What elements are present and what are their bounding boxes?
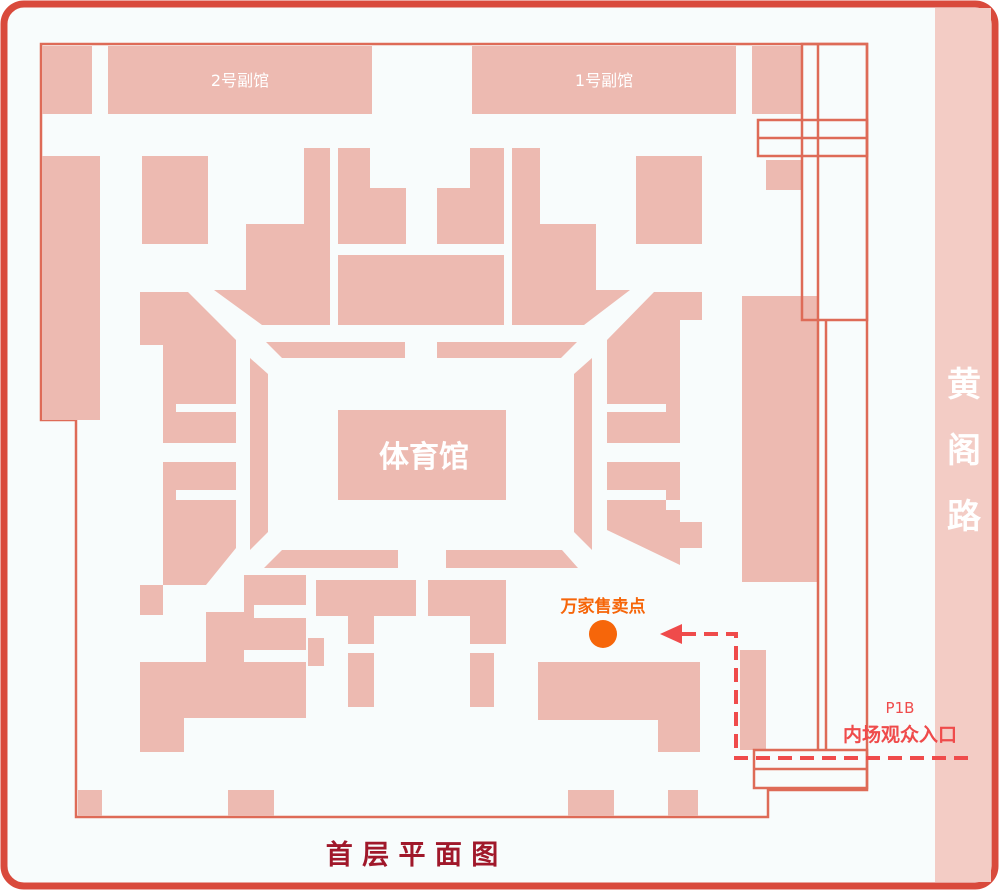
south-block-2-foot xyxy=(470,653,494,707)
arena-court xyxy=(338,410,506,500)
south-edge-block-3 xyxy=(568,790,614,816)
arena-ring-east xyxy=(574,358,592,550)
arena-ring-north-left xyxy=(266,342,405,358)
nw-corner-block xyxy=(142,156,208,244)
ne-corner-block xyxy=(636,156,702,244)
sales-point-label: 万家售卖点 xyxy=(560,596,646,617)
entrance-label[interactable]: 内场观众入口 xyxy=(843,723,957,746)
north-corridor-outline xyxy=(800,42,869,322)
north-block-left xyxy=(214,148,330,325)
top-block-left xyxy=(42,46,92,114)
south-block-east-small xyxy=(740,650,766,750)
south-edge-block-2 xyxy=(228,790,274,816)
arena-ring-south-left xyxy=(264,550,398,568)
arena-ring-south-right xyxy=(446,550,578,568)
east-column-building xyxy=(742,296,818,582)
annex-2-label: 2号副馆 xyxy=(211,71,269,90)
route-arrow-icon xyxy=(660,624,682,644)
east-block-upper xyxy=(607,292,702,443)
west-block-upper xyxy=(140,292,236,443)
south-edge-block-4 xyxy=(668,790,698,816)
arena-ring-west xyxy=(250,358,268,550)
entrance-code: P1B xyxy=(886,699,915,717)
southwest-small xyxy=(308,638,324,666)
left-wing-building xyxy=(42,156,100,420)
south-block-2 xyxy=(428,580,506,616)
north-block-center xyxy=(338,255,504,325)
east-block-lower xyxy=(607,462,702,565)
west-block-lower xyxy=(140,462,236,615)
annex-1-label: 1号副馆 xyxy=(575,71,633,90)
road-name-char: 阁 xyxy=(947,431,981,471)
location-dot-icon[interactable] xyxy=(589,620,617,648)
southwest-block-a xyxy=(244,575,306,650)
road-name-char: 路 xyxy=(947,497,982,537)
arena-ring-north-right xyxy=(437,342,577,358)
south-edge-block-1 xyxy=(78,790,102,816)
road-name-char: 黄 xyxy=(947,365,981,405)
annex-2-building xyxy=(108,46,372,114)
north-block-inner-left xyxy=(338,148,406,244)
south-block-1 xyxy=(316,580,416,616)
south-block-1-stem xyxy=(348,616,374,644)
entrance-route xyxy=(680,632,968,760)
south-block-east xyxy=(538,662,700,752)
east-small-top xyxy=(766,160,802,190)
south-block-1-foot xyxy=(348,653,374,707)
arena-label: 体育馆 xyxy=(379,440,469,475)
annex-1-building xyxy=(472,46,736,114)
floor-plan-title: 首 层 平 面 图 xyxy=(326,839,499,871)
south-block-2-stem xyxy=(470,616,506,644)
southwest-block-b xyxy=(140,612,306,752)
road-name: 黄 阁 路 xyxy=(947,365,982,537)
top-block-right xyxy=(752,46,802,114)
north-block-right xyxy=(512,148,630,325)
north-block-inner-right xyxy=(437,148,504,244)
road-strip xyxy=(935,8,991,882)
